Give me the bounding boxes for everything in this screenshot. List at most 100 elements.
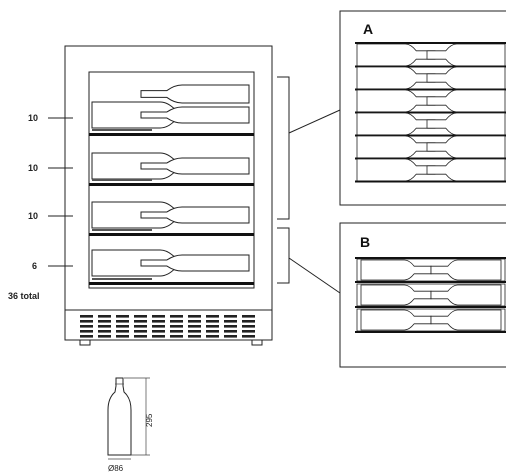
vent-slot: [224, 325, 237, 328]
vent-grille: [80, 315, 255, 338]
vent-slot: [206, 330, 219, 333]
bottle: [426, 158, 506, 182]
bottle: [140, 254, 250, 272]
bottle-diameter-label: Ø86: [108, 464, 124, 473]
vent-slot: [170, 335, 183, 338]
shelf-rail: [89, 133, 254, 136]
vent-slot: [134, 325, 147, 328]
shelf-lip: [92, 179, 152, 181]
vent-slot: [80, 320, 93, 323]
vent-slot: [170, 325, 183, 328]
vent-slot: [224, 320, 237, 323]
shelf-count-4: 6: [32, 261, 37, 271]
foot-left: [79, 339, 91, 346]
ventilation-base: [64, 309, 273, 341]
shelf-lip: [92, 229, 152, 231]
bottle-dimension-drawing: 295 Ø86: [107, 377, 154, 473]
connector-a: [288, 109, 341, 134]
vent-slot: [242, 315, 255, 318]
shelf-count-2: 10: [28, 163, 38, 173]
vent-slot: [188, 315, 201, 318]
vent-slot: [116, 315, 129, 318]
bottle: [430, 309, 502, 331]
vent-slot: [242, 320, 255, 323]
vent-slot: [116, 335, 129, 338]
shelf-rail: [89, 233, 254, 236]
bottle: [430, 259, 502, 281]
vent-slot: [206, 325, 219, 328]
vent-slot: [242, 335, 255, 338]
bottle: [426, 89, 506, 113]
vent-slot: [152, 320, 165, 323]
detail-panel-b: B: [339, 222, 506, 368]
vent-slot: [152, 330, 165, 333]
bottle: [356, 89, 436, 113]
vent-slot: [98, 335, 111, 338]
vent-slot: [170, 330, 183, 333]
vent-slot: [80, 335, 93, 338]
bottle: [356, 135, 436, 159]
vent-slot: [98, 325, 111, 328]
vent-slot: [206, 315, 219, 318]
bottle: [426, 43, 506, 67]
vent-slot: [152, 335, 165, 338]
vent-slot: [188, 325, 201, 328]
shelf-rail: [89, 282, 254, 285]
vent-slot: [80, 325, 93, 328]
vent-slot: [116, 325, 129, 328]
panel-b-label: B: [360, 234, 370, 250]
bottle: [140, 157, 250, 175]
bottle: [140, 84, 250, 104]
bottle: [356, 43, 436, 67]
panel-a-bottle-stack: [355, 42, 506, 183]
vent-slot: [80, 330, 93, 333]
vent-slot: [242, 330, 255, 333]
vent-slot: [134, 335, 147, 338]
vent-slot: [134, 320, 147, 323]
bottle: [140, 206, 250, 224]
vent-slot: [170, 320, 183, 323]
bottle: [426, 135, 506, 159]
bracket-a: [277, 76, 341, 220]
cabinet-bottles: [89, 84, 254, 285]
vent-slot: [116, 330, 129, 333]
bottle: [356, 158, 436, 182]
bracket-b: [277, 227, 341, 294]
vent-slot: [116, 320, 129, 323]
foot-right: [251, 339, 263, 346]
shelf-count-3: 10: [28, 211, 38, 221]
bottle: [426, 112, 506, 136]
vent-slot: [188, 335, 201, 338]
vent-slot: [134, 315, 147, 318]
shelf-lip: [92, 278, 152, 280]
shelf-count-labels: 10 10 10 6 36 total: [8, 113, 73, 301]
bottle-height-label: 295: [145, 413, 154, 427]
total-count: 36 total: [8, 291, 40, 301]
vent-slot: [188, 320, 201, 323]
bottle: [356, 112, 436, 136]
shelf-lip: [92, 129, 152, 131]
cabinet-glass-door: [88, 71, 255, 289]
vent-slot: [224, 335, 237, 338]
vent-slot: [98, 320, 111, 323]
vent-slot: [188, 330, 201, 333]
vent-slot: [206, 335, 219, 338]
vent-slot: [152, 325, 165, 328]
shelf-count-1: 10: [28, 113, 38, 123]
vent-slot: [98, 330, 111, 333]
bottle: [430, 284, 502, 306]
vent-slot: [170, 315, 183, 318]
shelf-rail: [89, 183, 254, 186]
vent-slot: [152, 315, 165, 318]
panel-b-bottle-stack: [355, 257, 506, 333]
vent-slot: [224, 315, 237, 318]
vent-slot: [242, 325, 255, 328]
bottle: [426, 66, 506, 90]
detail-panel-a: A: [339, 10, 506, 206]
bottle: [356, 66, 436, 90]
bottle: [140, 106, 250, 124]
vent-slot: [206, 320, 219, 323]
bottle-outline: [107, 377, 132, 456]
vent-slot: [80, 315, 93, 318]
